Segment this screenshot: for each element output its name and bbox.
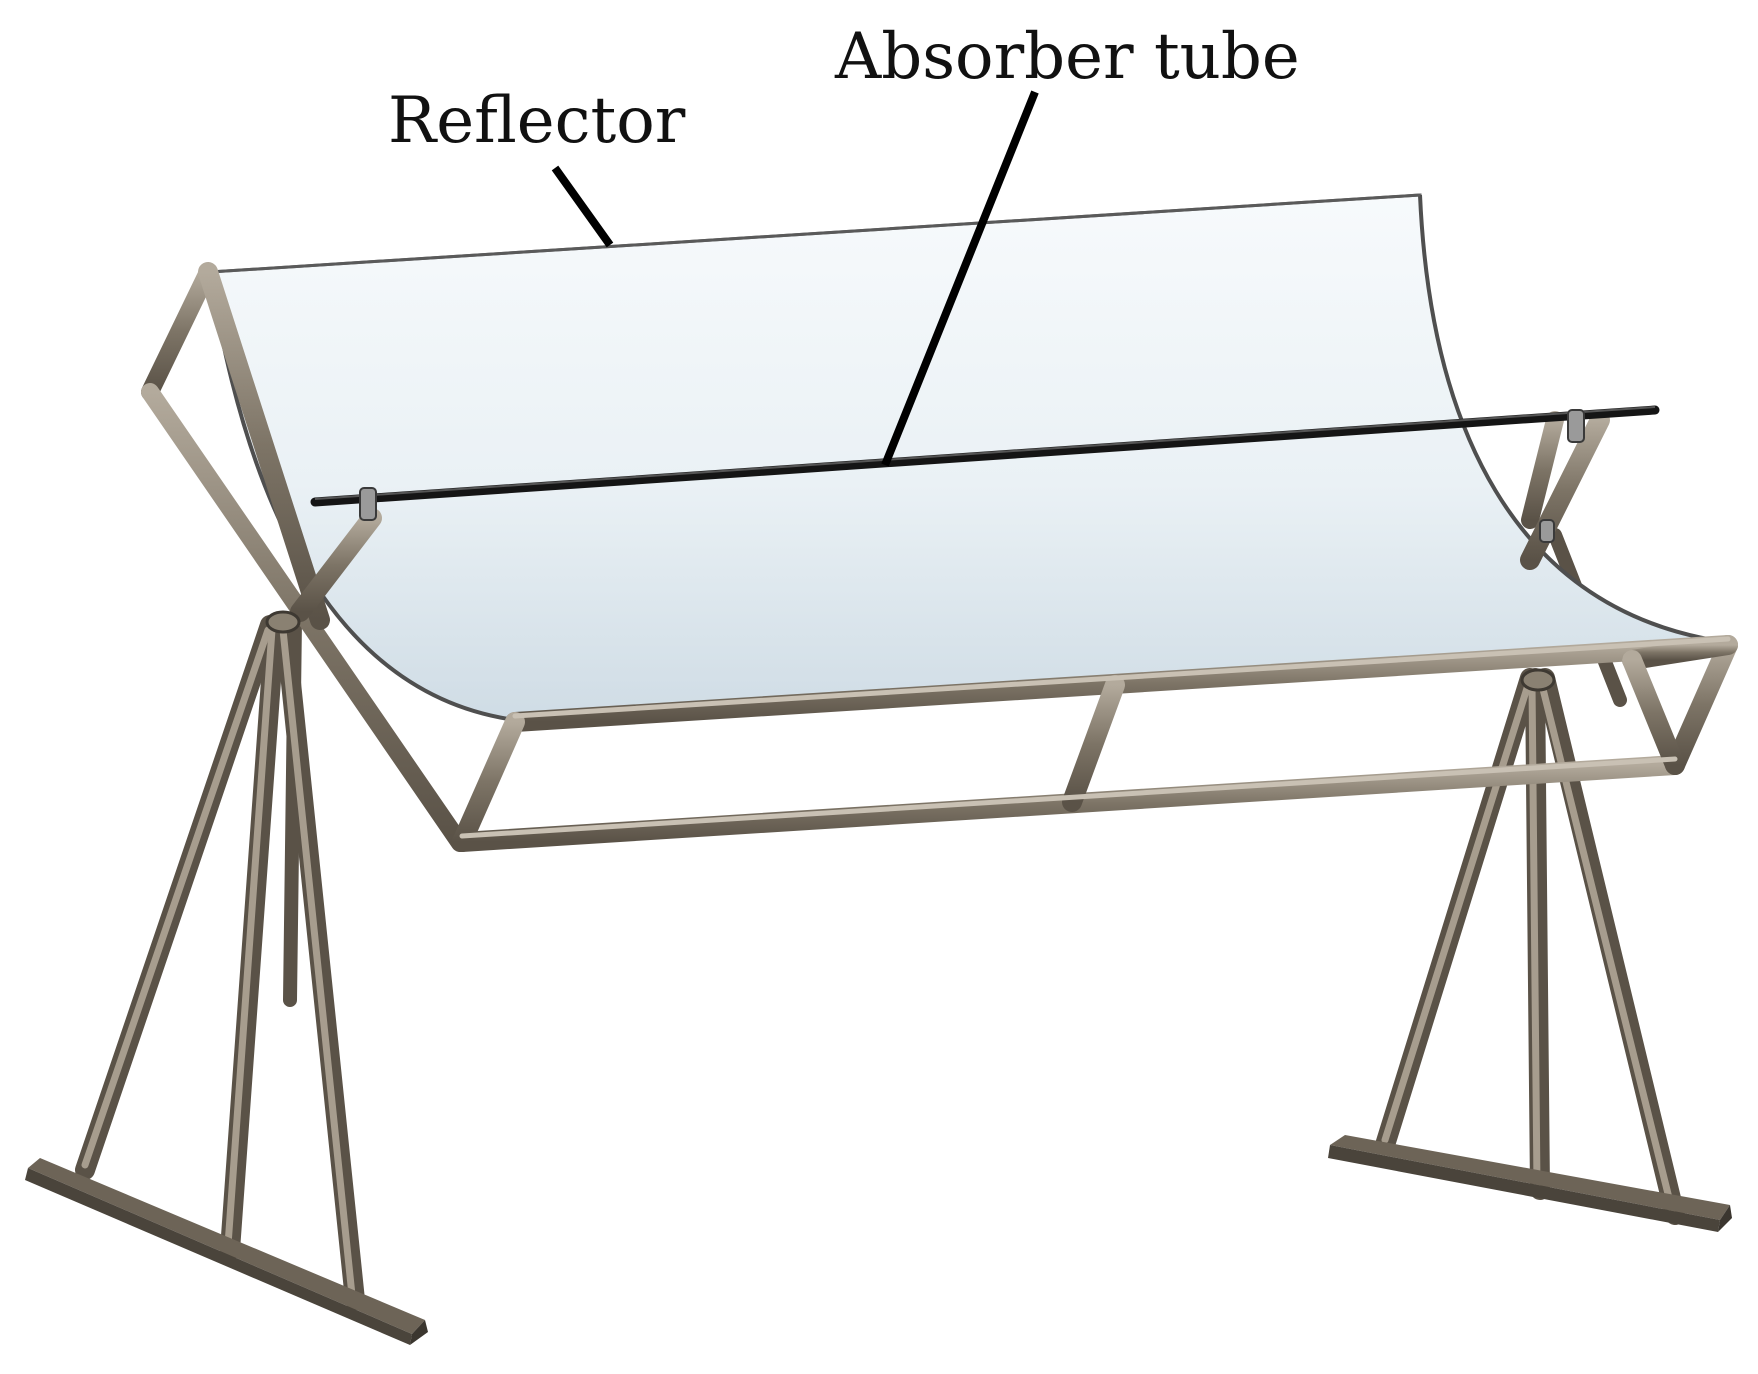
absorber-tube — [310, 405, 1660, 543]
stand-hubs — [265, 610, 1556, 692]
absorber-tube-leader — [881, 90, 1039, 467]
leader-lines — [551, 90, 1039, 467]
reflector-label: Reflector — [388, 84, 686, 158]
absorber-tube-label: Absorber tube — [834, 20, 1300, 94]
absorber-supports — [359, 409, 1585, 543]
right-foot — [1328, 1135, 1732, 1232]
left-foot — [25, 1158, 428, 1345]
reflector-leader — [551, 165, 614, 248]
left-stand-highlight — [81, 626, 356, 1299]
support-frame-highlight — [459, 636, 1731, 839]
support-frame — [198, 262, 1738, 852]
